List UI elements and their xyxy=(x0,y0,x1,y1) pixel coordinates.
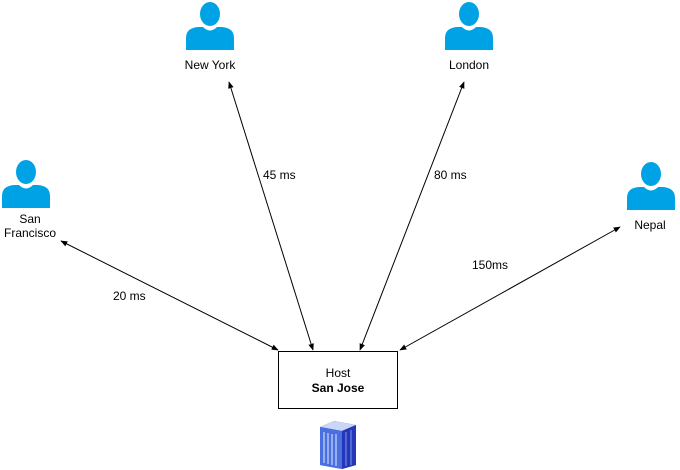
host-title: Host xyxy=(325,366,351,380)
user-label-london: London xyxy=(448,58,490,72)
user-label-line: San xyxy=(19,212,41,226)
user-icon xyxy=(627,162,675,210)
user-icon xyxy=(445,2,493,50)
host-node: Host San Jose xyxy=(278,351,398,409)
link-san-francisco xyxy=(60,240,279,351)
latency-label-nepal: 150ms xyxy=(472,258,509,272)
link-new-york xyxy=(228,81,314,351)
user-label-nepal: Nepal xyxy=(634,218,666,232)
latency-label-london: 80 ms xyxy=(434,168,467,182)
user-icon xyxy=(2,160,50,208)
latency-label-new-york: 45 ms xyxy=(263,168,296,182)
link-nepal xyxy=(399,226,621,351)
latency-label-san-francisco: 20 ms xyxy=(113,289,146,303)
user-label-line: Francisco xyxy=(3,226,57,240)
user-label-san-francisco: San Francisco xyxy=(4,212,56,240)
user-label-new-york: New York xyxy=(184,58,236,72)
host-location: San Jose xyxy=(311,381,365,395)
link-london xyxy=(359,81,465,351)
server-icon xyxy=(320,421,356,469)
user-icon xyxy=(186,2,234,50)
